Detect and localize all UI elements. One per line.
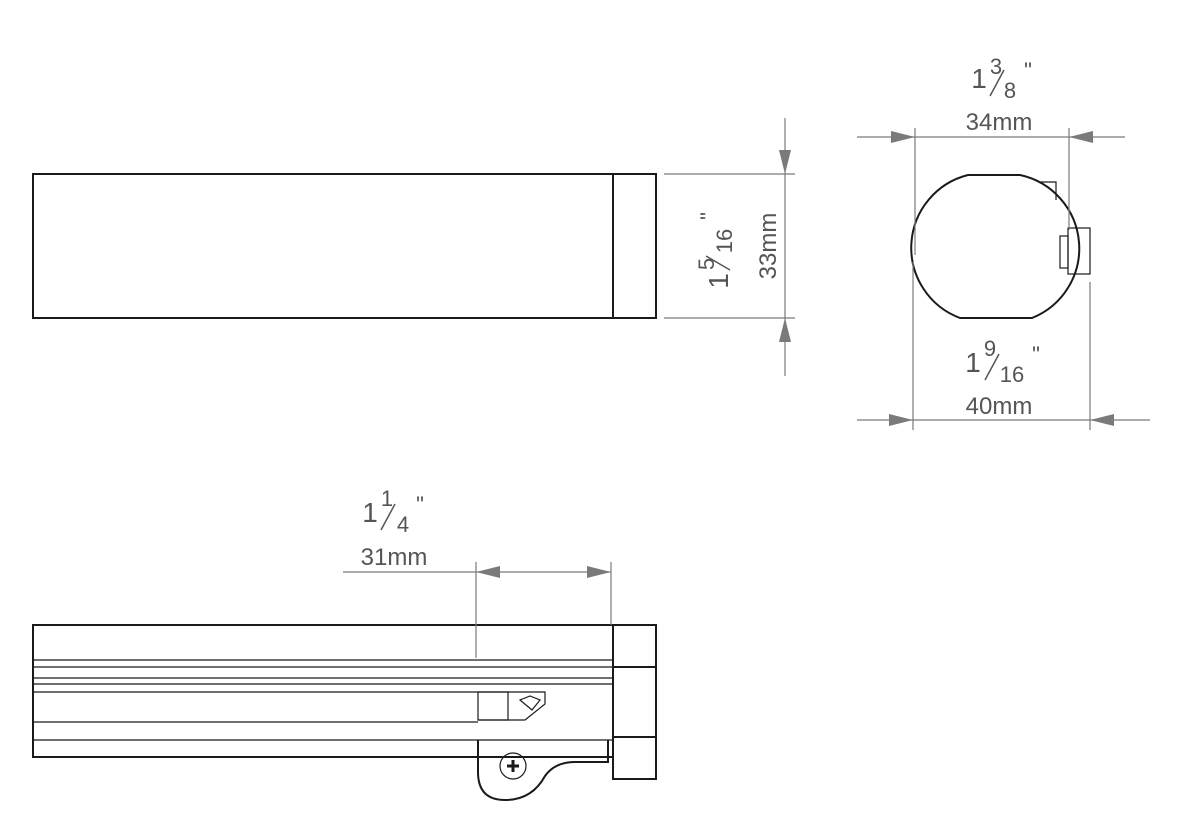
dim-metric: 31mm <box>361 544 428 571</box>
dim-whole: 1 <box>971 63 987 94</box>
dim-numerator: 3 <box>990 54 1002 79</box>
end-top-width-dimension: 1 3 8 " 34mm <box>857 54 1125 255</box>
side-height-imperial-label: 1 5 16 " <box>694 212 737 289</box>
side-height-metric-label: 33mm <box>755 213 782 280</box>
side-height-dimension: 1 5 16 " 33mm <box>664 118 795 376</box>
dim-numerator: 1 <box>381 486 393 511</box>
end-view-rear-tab <box>1040 181 1057 200</box>
screw-icon <box>507 760 519 772</box>
carrier-latch <box>518 695 541 711</box>
fraction-slash <box>380 503 396 531</box>
rail-body <box>32 624 614 758</box>
dim-inch-mark: " <box>1032 342 1040 367</box>
arrow-right <box>587 566 611 578</box>
dim-denominator: 8 <box>1004 78 1016 103</box>
end-cap-bottom <box>612 736 657 780</box>
dim-denominator: 16 <box>712 229 737 253</box>
arrow-down <box>779 150 791 174</box>
dim-whole: 1 <box>362 497 378 528</box>
dim-metric: 34mm <box>966 109 1033 136</box>
end-bottom-imperial-label: 1 9 16 " <box>965 336 1040 387</box>
arrow-right <box>891 131 915 143</box>
arrow-left <box>1090 414 1114 426</box>
fraction-slash <box>989 69 1005 97</box>
fraction-slash <box>705 255 731 271</box>
dim-numerator: 9 <box>984 336 996 361</box>
carrier-hook <box>478 691 546 721</box>
end-cap-top <box>612 624 657 668</box>
side-view <box>32 173 657 319</box>
dim-denominator: 4 <box>397 512 409 537</box>
dim-metric: 40mm <box>966 393 1033 420</box>
dim-whole: 1 <box>703 273 734 289</box>
dim-denominator: 16 <box>1000 362 1024 387</box>
bottom-offset-dimension: 1 1 4 " 31mm <box>343 486 612 658</box>
dim-inch-mark: " <box>1024 58 1032 83</box>
dim-numerator: 5 <box>694 258 719 270</box>
mounting-bracket <box>477 740 609 802</box>
side-view-end-cap <box>612 173 657 319</box>
end-top-imperial-label: 1 3 8 " <box>971 54 1032 103</box>
end-view-knob-base <box>1059 235 1069 269</box>
dim-whole: 1 <box>965 347 981 378</box>
arrow-right <box>889 414 913 426</box>
arrow-up <box>779 318 791 342</box>
end-cap-middle <box>612 666 657 738</box>
end-bottom-width-dimension: 1 9 16 " 40mm <box>857 262 1150 430</box>
screw-head <box>499 752 527 780</box>
side-view-body <box>32 173 614 319</box>
arrow-left <box>1069 131 1093 143</box>
end-view-profile <box>910 174 1081 319</box>
dim-inch-mark: " <box>696 212 721 220</box>
dim-metric: 33mm <box>755 213 782 280</box>
carrier-block <box>477 691 509 721</box>
bottom-view <box>32 624 657 802</box>
end-view <box>910 174 1091 319</box>
bottom-offset-imperial-label: 1 1 4 " <box>362 486 424 537</box>
fraction-slash <box>984 353 1000 381</box>
arrow-left <box>476 566 500 578</box>
dim-inch-mark: " <box>416 492 424 517</box>
